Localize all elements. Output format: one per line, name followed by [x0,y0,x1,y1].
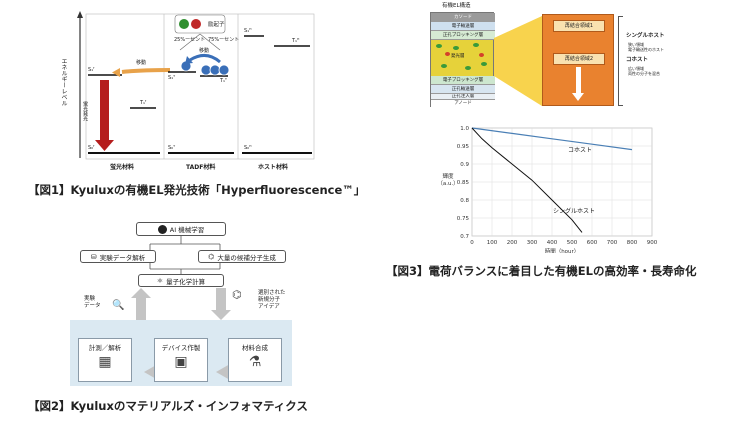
y-tick-label: 0.8 [460,198,469,204]
candidates-node: ⌬ 大量の候補分子生成 [198,250,286,263]
flask-icon: ⚗ [248,354,262,370]
y-tick-label: 0.9 [460,162,469,168]
molecule-idea-icon: ⌬ [232,288,242,301]
layer-hil: 正孔注入層 [431,94,495,100]
ai-node: AI 機械学習 [136,222,226,236]
level-t1-b: T₁ᵀ [220,78,227,84]
layer-eml: 発光層 [431,40,493,76]
y-axis-label: （a.u.） [438,180,459,187]
atom-icon: ⚛ [156,276,164,285]
figure2-caption: 【図2】Kyuluxのマテリアルズ・インフォマティクス [28,399,308,413]
lifetime-chart: 0 100 200 300 400 500 600 700 800 900 1.0 0.95 0.9 0.… [438,126,658,253]
right-note: 選別された 新規分子 アイデア [258,290,286,310]
y-tick-label: 0.95 [457,144,470,150]
level-s0-b: S₀ᵀ [168,145,176,151]
column-label-host: ホスト材料 [258,164,289,171]
device-icon: ▣ [174,354,188,370]
column-label-fluorescent: 蛍光材料 [110,164,135,171]
figure1-diagram [77,11,315,160]
layer-anode: アノード [431,100,495,107]
exciton-label: 励起子 [208,22,225,28]
layer-cathode: カソード [431,13,495,22]
chart-icon: ▦ [98,354,112,370]
level-s0-a: S₀ᶠ [88,145,95,151]
y-tick-label: 0.75 [457,216,470,222]
x-tick-label: 0 [470,240,474,246]
stack-title: 有機EL構造 [442,3,471,9]
y-tick-label: 0.85 [457,180,470,186]
y-axis-label: 輝度 [442,172,454,180]
series-label-1: シングルホスト [553,207,595,215]
x-tick-label: 600 [587,240,598,246]
legend-single-sub: 狭い領域 電子輸送性のホスト [628,42,664,52]
x-tick-label: 200 [507,240,518,246]
series-line-1 [471,127,583,233]
level-t1-a: T₁ᶠ [140,100,147,106]
legend-brace [618,16,623,106]
y-tick-label: 1.0 [460,126,469,132]
zoom-down-arrow [576,67,581,95]
database-icon: ⛁ [90,252,97,261]
x-axis-label: 時間（hour） [545,247,580,253]
series-line-0 [471,127,633,151]
exp-data-node: ⛁ 実験データ解析 [80,250,156,263]
stack: カソード 電子輸送層 正孔ブロッキング層 発光層 電子ブロッキング層 正孔輸送層… [430,12,495,107]
level-s1-a: S₁ᶠ [88,67,95,73]
transfer-label: 移動 [136,60,147,66]
y-axis-label: エネルギーレベル [60,58,67,106]
step-measure: 計測／解析 ▦ [78,338,132,382]
ai-icon [157,224,167,234]
figure1: エネルギーレベル 励起子 25%ーセント 75%ーセント 移動 移動 蛍光発光 … [60,8,315,176]
level-t1-c: T₁ᴴ [292,38,300,44]
series-label-0: コホスト [568,147,592,154]
step-synthesis: 材料合成 ⚗ [228,338,282,382]
x-tick-label: 900 [647,240,658,246]
level-s1-b: S₁ᵀ [168,75,176,81]
zoom-top-box: 再結合領域1 [553,20,605,32]
level-s1-c: S₁ᴴ [244,28,252,34]
zoom-mid-box: 再結合領域2 [553,53,605,65]
x-tick-label: 400 [547,240,558,246]
layer-etl: 電子輸送層 [431,22,495,31]
legend-co-sub: 広い領域 両性の分子を混合 [628,66,660,76]
x-tick-label: 100 [487,240,498,246]
layer-htl: 正孔輸送層 [431,85,495,94]
figure3-caption: 【図3】電荷バランスに着目した有機ELの高効率・長寿命化 [386,264,697,278]
figure1-caption: 【図1】Kyuluxの有機EL発光技術「Hyperfluorescence™」 [28,183,366,197]
y-tick-label: 0.7 [460,234,469,240]
zoom-down-arrowhead [572,93,584,101]
x-tick-label: 700 [607,240,618,246]
step-device: デバイス作製 ▣ [154,338,208,382]
figure2: AI 機械学習 ⛁ 実験データ解析 ⌬ 大量の候補分子生成 ⚛ 量子化学計算 実… [70,214,292,386]
x-tick-label: 800 [627,240,638,246]
magnifier-icon: 🔍 [112,300,125,311]
zoom-funnel [494,16,542,106]
move-label: 移動 [199,48,210,54]
molecule-icon: ⌬ [208,252,215,261]
x-tick-label: 300 [527,240,538,246]
legend-single: シングルホスト [626,33,665,39]
level-s0-c: S₀ᴴ [244,145,252,151]
column-label-tadf: TADF材料 [186,164,216,171]
pct75-label: 75%ーセント [208,37,240,43]
layer-ebl: 電子ブロッキング層 [431,76,495,85]
zoom-panel: 再結合領域1 再結合領域2 [542,14,614,106]
left-note: 実験 データ [84,296,101,309]
x-tick-label: 500 [567,240,578,246]
legend-co: コホスト [626,57,649,63]
layer-hbl: 正孔ブロッキング層 [431,31,495,40]
pct25-label: 25%ーセント [174,37,206,43]
figure3-stack: 有機EL構造 カソード 電子輸送層 正孔ブロッキング層 発光層 電子ブロッキング… [430,3,680,109]
emission-label: 蛍光発光 [82,101,88,121]
quantum-node: ⚛ 量子化学計算 [138,274,224,287]
